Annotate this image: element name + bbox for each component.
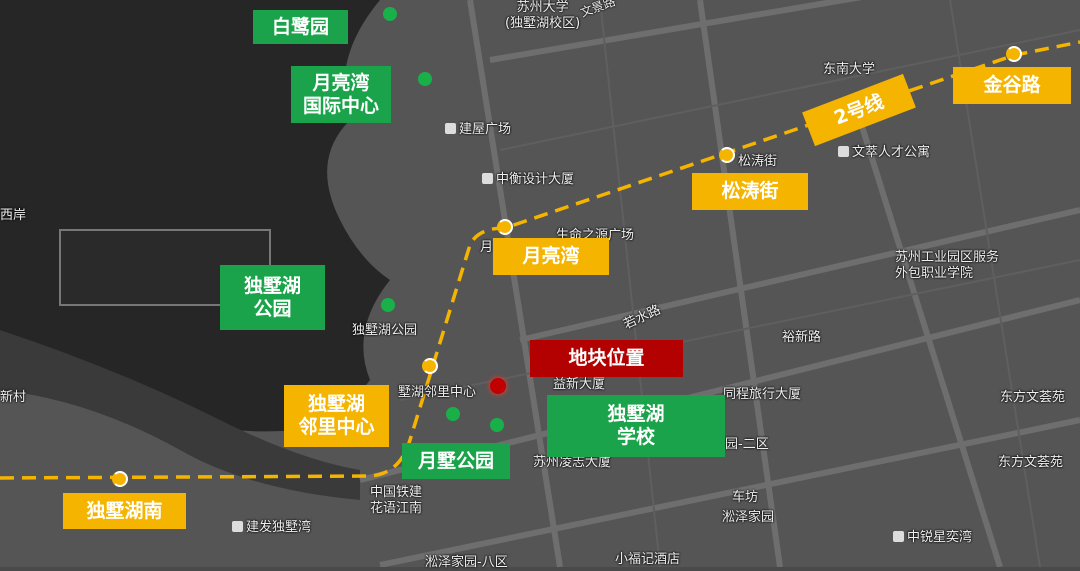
map-label: 淞泽家园-八区: [425, 555, 508, 570]
map-label: 苏州大学 (独墅湖校区): [505, 0, 581, 32]
label-bailuyuan: 白鹭园: [253, 10, 348, 44]
river: [0, 330, 360, 500]
map-label: 小福记酒店: [615, 552, 681, 567]
map-label: 中衡设计大厦: [482, 172, 574, 188]
map-label: 中锐星奕湾: [893, 530, 972, 546]
label-station-neighborhood: 独墅湖 邻里中心: [284, 385, 389, 447]
map-label: 西岸: [0, 208, 27, 223]
site-dot: [490, 378, 506, 394]
label-site-location: 地块位置: [530, 340, 683, 377]
park-dot: [418, 72, 432, 86]
map-label: 文萃人才公寓: [838, 145, 930, 161]
label-station-songtao: 松涛街: [692, 173, 808, 210]
map-label: 园-二区: [725, 437, 769, 452]
station-dot-jingu: [1006, 46, 1022, 62]
map-label: 建屋广场: [445, 122, 511, 138]
map-label: 建发独墅湾: [232, 520, 311, 536]
park-dot: [383, 7, 397, 21]
map-label: 苏州工业园区服务 外包职业学院: [895, 250, 1000, 282]
map-label: 独墅湖公园: [352, 323, 418, 338]
label-station-dushuhu-south: 独墅湖南: [63, 493, 186, 529]
map-label: 淞泽家园: [722, 510, 775, 525]
label-dushuhu-park: 独墅湖 公园: [220, 265, 325, 330]
label-station-yueliangwan: 月亮湾: [493, 238, 609, 275]
map-label: 裕新路: [782, 330, 822, 345]
label-yueshu-park: 月墅公园: [402, 443, 510, 479]
map-label: 中国铁建 花语江南: [370, 485, 423, 517]
park-dot: [381, 298, 395, 312]
map-label: 同程旅行大厦: [723, 387, 802, 402]
station-dot-songtao: [719, 147, 735, 163]
map-label: 墅湖邻里中心: [398, 385, 477, 400]
map-label: 苏州凌志大厦: [533, 455, 612, 470]
label-yueliangwan-center: 月亮湾 国际中心: [291, 66, 391, 123]
map-label: 东方文荟苑: [998, 455, 1064, 470]
map-label: 东南大学: [823, 62, 876, 77]
map-label: 新村: [0, 390, 27, 405]
map-label: 益新大厦: [553, 377, 606, 392]
station-dot-dushuhu-south: [112, 471, 128, 487]
map-label: 松涛街: [738, 154, 778, 169]
station-dot-yueliangwan: [497, 219, 513, 235]
label-station-jingu: 金谷路: [953, 67, 1071, 104]
map-label: 东方文荟苑: [1000, 390, 1066, 405]
map-label: 月: [480, 240, 494, 255]
label-dushuhu-school: 独墅湖 学校: [547, 395, 725, 457]
park-dot: [490, 418, 504, 432]
park-dot: [446, 407, 460, 421]
map-label: 车坊: [732, 490, 759, 505]
station-dot-neighborhood: [422, 358, 438, 374]
